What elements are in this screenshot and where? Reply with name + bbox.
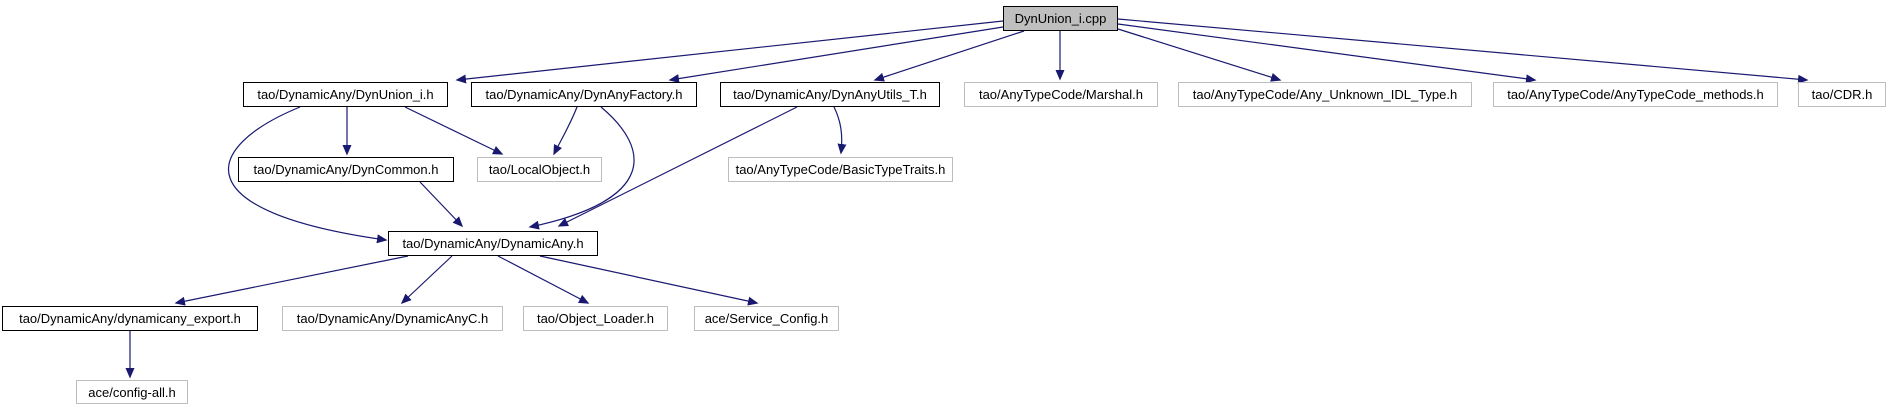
graph-node-dynanyfactory[interactable]: tao/DynamicAny/DynAnyFactory.h xyxy=(471,82,697,107)
graph-node-dynanyutils[interactable]: tao/DynamicAny/DynAnyUtils_T.h xyxy=(720,82,940,107)
graph-node-label: tao/AnyTypeCode/Marshal.h xyxy=(978,87,1144,102)
graph-node-label: tao/DynamicAny/DynamicAny.h xyxy=(402,236,584,251)
graph-node-label: ace/config-all.h xyxy=(88,384,176,400)
edge-dynunion_cpp-to-dynanyutils xyxy=(873,30,1025,82)
graph-node-dynunion_cpp: DynUnion_i.cpp xyxy=(1003,6,1118,31)
edge-dynunion_cpp-to-cdr xyxy=(1117,18,1809,84)
graph-node-localobject[interactable]: tao/LocalObject.h xyxy=(477,157,602,182)
graph-node-config_all[interactable]: ace/config-all.h xyxy=(76,380,188,404)
graph-node-label: tao/CDR.h xyxy=(1811,87,1873,102)
graph-node-dynany_export[interactable]: tao/DynamicAny/dynamicany_export.h xyxy=(2,306,258,331)
edge-dynanyfactory-to-dynamicany xyxy=(528,106,635,230)
edge-dynunion_cpp-to-atc_methods xyxy=(1117,23,1537,84)
edge-dynunion_cpp-to-dynunion_i_h xyxy=(455,20,1004,84)
graph-node-cdr[interactable]: tao/CDR.h xyxy=(1798,82,1886,107)
graph-node-label: tao/LocalObject.h xyxy=(488,162,591,177)
graph-node-label: tao/DynamicAny/DynCommon.h xyxy=(253,162,439,177)
graph-node-label: tao/DynamicAny/dynamicany_export.h xyxy=(19,311,241,326)
graph-node-marshal[interactable]: tao/AnyTypeCode/Marshal.h xyxy=(964,82,1158,107)
graph-node-label: tao/AnyTypeCode/AnyTypeCode_methods.h xyxy=(1507,87,1764,102)
graph-node-service_config[interactable]: ace/Service_Config.h xyxy=(694,306,839,331)
edge-dynamicany-to-object_loader xyxy=(497,255,590,304)
graph-node-dyncommon[interactable]: tao/DynamicAny/DynCommon.h xyxy=(238,157,454,182)
graph-node-any_unknown[interactable]: tao/AnyTypeCode/Any_Unknown_IDL_Type.h xyxy=(1178,82,1472,107)
edge-dyncommon-to-dynamicany xyxy=(419,181,464,228)
graph-node-label: tao/DynamicAny/DynAnyFactory.h xyxy=(485,87,683,102)
graph-node-label: tao/DynamicAny/DynUnion_i.h xyxy=(257,87,434,102)
edge-dynunion_i_h-to-localobject xyxy=(404,106,504,155)
graph-node-label: tao/AnyTypeCode/BasicTypeTraits.h xyxy=(735,162,946,177)
graph-node-label: ace/Service_Config.h xyxy=(704,311,829,326)
graph-node-label: DynUnion_i.cpp xyxy=(1014,11,1107,26)
edge-dynanyutils-to-dynamicany xyxy=(557,106,798,227)
graph-node-dynamicany[interactable]: tao/DynamicAny/DynamicAny.h xyxy=(388,231,598,256)
edge-dynamicany-to-dynany_export xyxy=(174,255,409,306)
edge-dynunion_cpp-to-any_unknown xyxy=(1117,28,1282,82)
edge-dynanyutils-to-basictypetraits xyxy=(833,106,847,155)
edge-dynunion_cpp-to-dynanyfactory xyxy=(668,26,1004,84)
edge-dynamicany-to-service_config xyxy=(539,255,759,306)
graph-node-label: tao/DynamicAny/DynAnyUtils_T.h xyxy=(733,87,927,102)
graph-node-label: tao/DynamicAny/DynamicAnyC.h xyxy=(296,311,489,326)
edge-dynunion_i_h-to-dynamicany xyxy=(227,106,388,244)
graph-node-dynunion_i_h[interactable]: tao/DynamicAny/DynUnion_i.h xyxy=(243,82,448,107)
graph-node-label: tao/Object_Loader.h xyxy=(536,311,655,326)
edge-dynamicany-to-dynamicany_c xyxy=(400,255,453,305)
graph-node-atc_methods[interactable]: tao/AnyTypeCode/AnyTypeCode_methods.h xyxy=(1493,82,1778,107)
graph-node-object_loader[interactable]: tao/Object_Loader.h xyxy=(523,306,668,331)
graph-node-label: tao/AnyTypeCode/Any_Unknown_IDL_Type.h xyxy=(1192,87,1458,102)
graph-node-basictypetraits[interactable]: tao/AnyTypeCode/BasicTypeTraits.h xyxy=(728,157,953,182)
graph-node-dynamicany_c[interactable]: tao/DynamicAny/DynamicAnyC.h xyxy=(282,306,503,331)
edge-dynanyfactory-to-localobject xyxy=(553,106,578,156)
